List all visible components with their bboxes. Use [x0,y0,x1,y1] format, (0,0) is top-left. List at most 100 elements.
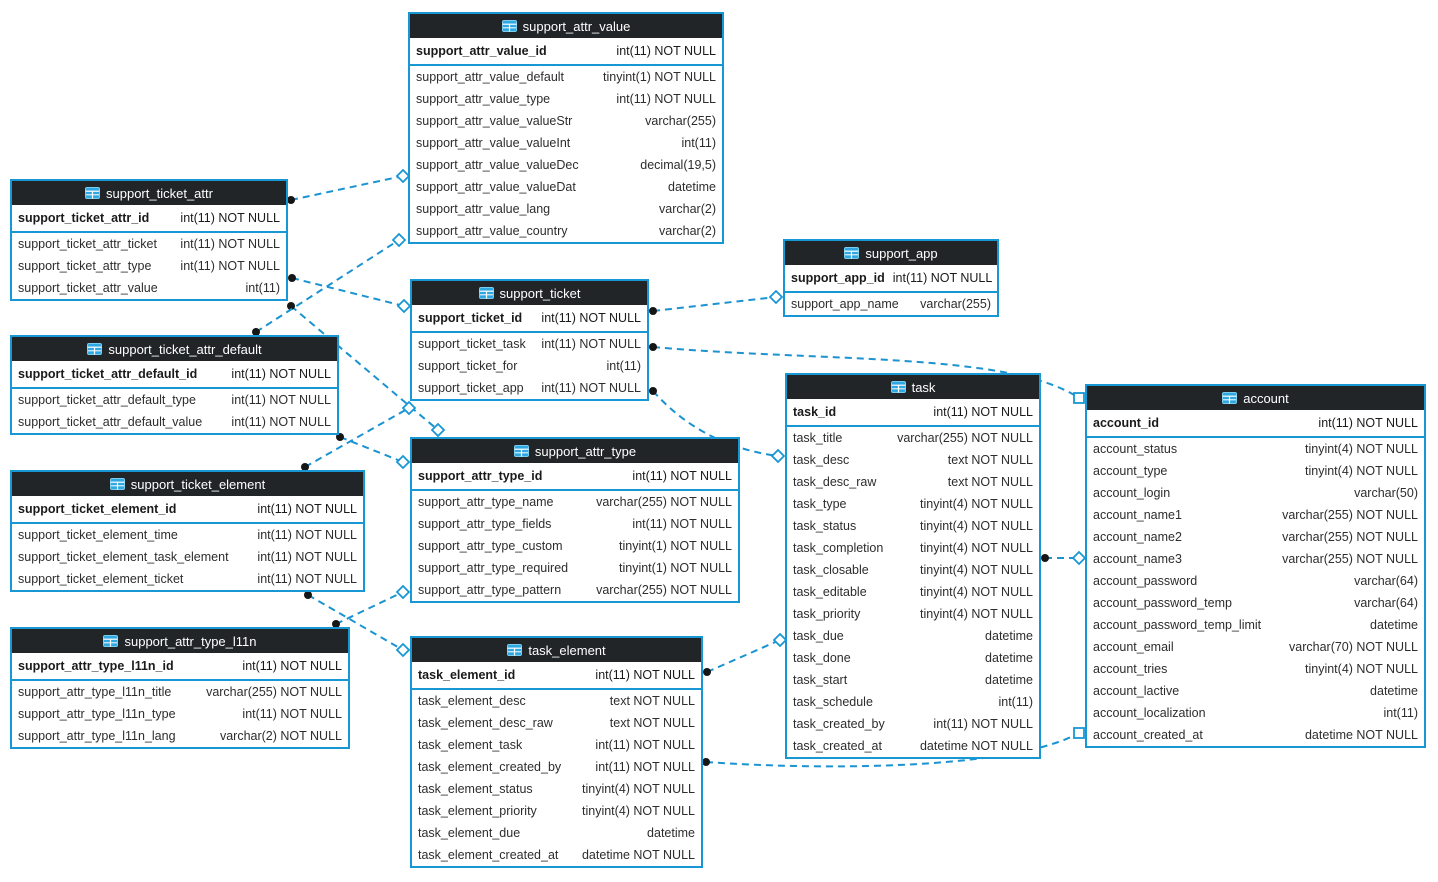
table-grid-icon [478,287,494,299]
field-type: varchar(255) NOT NULL [897,431,1033,445]
relationship-task_element-to-task[interactable] [706,639,781,673]
field-type: varchar(2) [659,224,716,238]
field-row: task_element_desc_raw text NOT NULL [412,712,701,734]
table-header[interactable]: support_ticket_attr [12,181,286,205]
table-task[interactable]: task task_id int(11) NOT NULL task_title… [785,373,1041,759]
field-row: task_closable tinyint(4) NOT NULL [787,559,1039,581]
table-support_ticket_attr_default[interactable]: support_ticket_attr_default support_tick… [10,335,339,435]
table-support_attr_value[interactable]: support_attr_value support_attr_value_id… [408,12,724,244]
field-row: account_status tinyint(4) NOT NULL [1087,438,1424,460]
field-type: datetime [985,629,1033,643]
field-name: task_element_created_by [418,760,562,774]
field-name: support_attr_type_fields [418,517,552,531]
field-row: task_title varchar(255) NOT NULL [787,427,1039,449]
field-row: account_name1 varchar(255) NOT NULL [1087,504,1424,526]
relationship-source-dot [288,274,296,282]
field-type: varchar(255) NOT NULL [1282,508,1418,522]
relationship-target-diamond [770,448,786,464]
field-row: support_ticket_attr_value int(11) [12,277,286,299]
table-header[interactable]: support_attr_type_l11n [12,629,348,653]
field-name: account_id [1093,416,1159,430]
table-fields: account_status tinyint(4) NOT NULL accou… [1087,438,1424,746]
field-type: tinyint(4) NOT NULL [920,497,1033,511]
table-grid-icon [109,478,125,490]
field-type: tinyint(4) NOT NULL [1305,442,1418,456]
field-row: support_attr_value_valueDec decimal(19,5… [410,154,722,176]
relationship-support_ticket_attr-to-support_attr_value[interactable] [290,175,404,201]
field-name: account_password [1093,574,1198,588]
table-support_ticket_attr[interactable]: support_ticket_attr support_ticket_attr_… [10,179,288,301]
table-support_attr_type[interactable]: support_attr_type support_attr_type_id i… [410,437,740,603]
relationship-support_ticket-to-support_app[interactable] [652,296,777,312]
table-title: support_ticket_attr_default [108,341,262,357]
table-support_app[interactable]: support_app support_app_id int(11) NOT N… [783,239,999,317]
table-header[interactable]: task_element [412,638,701,662]
relationship-support_ticket_attr_default-to-support_attr_type[interactable] [339,436,404,463]
table-header[interactable]: account [1087,386,1424,410]
primary-key-row: support_attr_type_id int(11) NOT NULL [412,463,738,491]
field-type: int(11) NOT NULL [1318,416,1418,430]
table-header[interactable]: support_app [785,241,997,265]
field-type: text NOT NULL [609,716,695,730]
field-name: task_desc_raw [793,475,877,489]
field-row: task_created_by int(11) NOT NULL [787,713,1039,735]
field-type: tinyint(1) NOT NULL [619,561,732,575]
field-name: support_attr_type_name [418,495,554,509]
field-row: support_ticket_element_time int(11) NOT … [12,524,363,546]
field-row: task_due datetime [787,625,1039,647]
field-type: tinyint(4) NOT NULL [920,607,1033,621]
field-type: text NOT NULL [947,453,1033,467]
field-row: support_ticket_attr_default_type int(11)… [12,389,337,411]
field-type: tinyint(4) NOT NULL [582,804,695,818]
table-support_ticket_element[interactable]: support_ticket_element support_ticket_el… [10,470,365,592]
field-name: account_email [1093,640,1174,654]
field-type: int(11) NOT NULL [541,337,641,351]
table-fields: support_attr_type_name varchar(255) NOT … [412,491,738,601]
field-name: task_type [793,497,847,511]
table-title: task [911,379,936,395]
field-row: support_attr_value_valueInt int(11) [410,132,722,154]
relationship-source-dot [1041,554,1049,562]
table-header[interactable]: task [787,375,1039,399]
table-header[interactable]: support_ticket [412,281,647,305]
field-row: task_created_at datetime NOT NULL [787,735,1039,757]
field-type: varchar(255) NOT NULL [206,685,342,699]
field-name: support_ticket_id [418,311,523,325]
field-row: support_attr_value_lang varchar(2) [410,198,722,220]
relationship-support_attr_type_l11n-to-support_attr_type[interactable] [335,591,404,625]
relationship-support_ticket_attr-to-support_ticket[interactable] [291,277,405,307]
field-row: task_element_created_at datetime NOT NUL… [412,844,701,866]
table-title: support_ticket_element [130,476,266,492]
table-header[interactable]: support_attr_value [410,14,722,38]
field-type: int(11) [606,359,641,373]
table-grid-icon [501,20,517,32]
table-support_attr_type_l11n[interactable]: support_attr_type_l11n support_attr_type… [10,627,350,749]
table-title: support_ticket_attr [106,185,213,201]
table-task_element[interactable]: task_element task_element_id int(11) NOT… [410,636,703,868]
field-row: task_element_task int(11) NOT NULL [412,734,701,756]
table-account[interactable]: account account_id int(11) NOT NULL acco… [1085,384,1426,748]
field-type: tinyint(1) NOT NULL [603,70,716,84]
field-name: support_ticket_element_id [18,502,177,516]
table-header[interactable]: support_attr_type [412,439,738,463]
primary-key-row: support_ticket_id int(11) NOT NULL [412,305,647,333]
field-name: support_attr_type_l11n_id [18,659,174,673]
field-type: varchar(255) [920,297,991,311]
field-name: support_ticket_attr_type [18,259,152,273]
field-type: decimal(19,5) [640,158,716,172]
field-name: support_ticket_attr_default_type [18,393,196,407]
table-support_ticket[interactable]: support_ticket support_ticket_id int(11)… [410,279,649,401]
table-header[interactable]: support_ticket_attr_default [12,337,337,361]
primary-key-row: account_id int(11) NOT NULL [1087,410,1424,438]
relationship-target-diamond [430,422,446,438]
field-row: support_ticket_app int(11) NOT NULL [412,377,647,399]
relationship-source-dot [287,302,295,310]
field-type: int(11) [245,281,280,295]
field-type: int(11) NOT NULL [242,707,342,721]
field-row: task_done datetime [787,647,1039,669]
field-type: datetime NOT NULL [581,848,695,862]
field-type: int(11) NOT NULL [231,367,331,381]
field-name: task_element_created_at [418,848,559,862]
table-header[interactable]: support_ticket_element [12,472,363,496]
